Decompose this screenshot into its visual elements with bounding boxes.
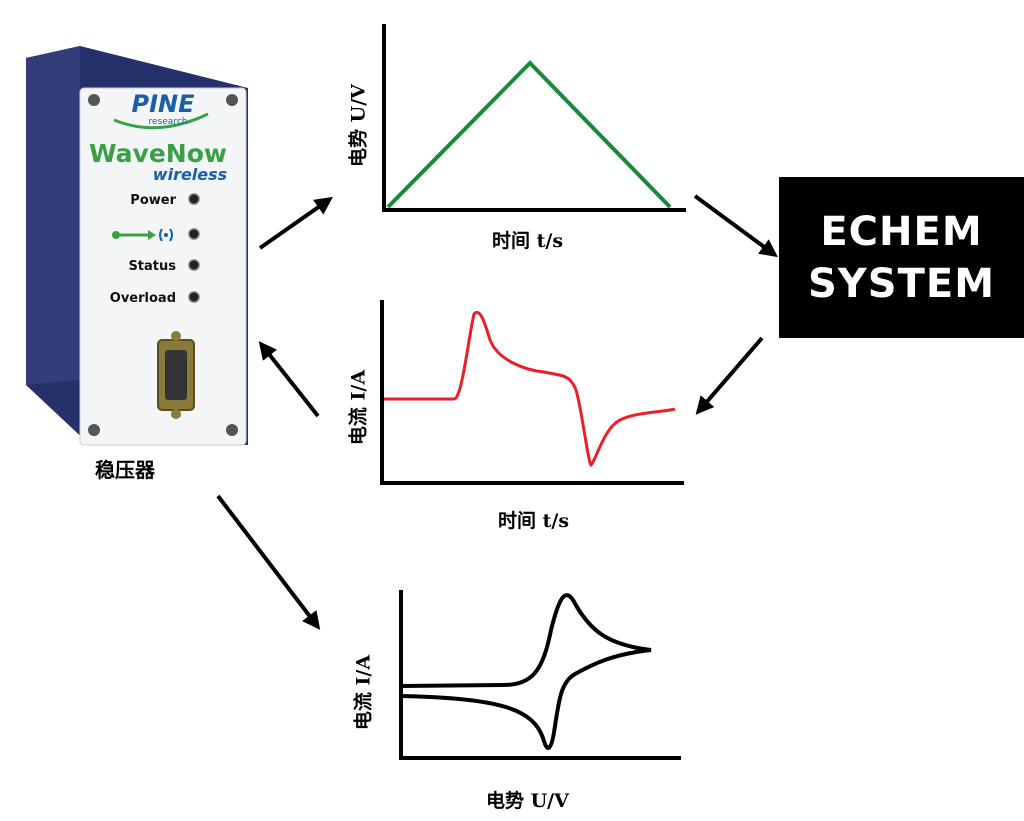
arrow-device-to-potential <box>258 196 333 250</box>
led-status <box>188 259 200 271</box>
chart1-xlabel: 时间 t/s <box>492 230 564 252</box>
chart3-xlabel: 电势 U/V <box>486 790 569 812</box>
echem-line1: ECHEM <box>820 208 983 255</box>
device-caption: 稳压器 <box>95 458 155 482</box>
brand-logo: PINE <box>132 90 196 118</box>
led-label-power: Power <box>130 193 176 208</box>
arrow-potential-to-system <box>693 194 778 258</box>
potential-sweep-line <box>386 60 672 209</box>
usb-wireless-icon <box>112 228 173 242</box>
product-name: WaveNow <box>89 139 227 168</box>
cyclic-voltammogram-chart <box>399 590 681 760</box>
product-subname: wireless <box>153 165 227 184</box>
potentiostat-device: PINE research WaveNow wireless Power Sta… <box>26 46 248 446</box>
cv-curve <box>400 593 652 750</box>
current-transient-line <box>384 311 676 468</box>
led-overload <box>188 291 200 303</box>
arrow-system-to-current <box>695 336 764 415</box>
potential-time-chart <box>382 24 686 212</box>
chart2-xlabel: 时间 t/s <box>498 510 570 532</box>
led-power <box>188 193 200 205</box>
echem-system-box: ECHEM SYSTEM <box>779 177 1024 338</box>
arrow-current-to-device <box>258 341 320 418</box>
svg-text:research: research <box>149 117 188 127</box>
chart2-ylabel: 电流 I/A <box>347 369 370 446</box>
led-label-status: Status <box>128 259 176 274</box>
chart1-ylabel: 电势 U/V <box>347 84 370 167</box>
led-label-overload: Overload <box>110 291 176 306</box>
chart3-ylabel: 电流 I/A <box>352 654 375 731</box>
current-time-chart <box>380 300 684 485</box>
serial-port-connector <box>157 331 195 419</box>
led-wireless <box>188 228 200 240</box>
arrow-device-to-cv <box>216 494 321 630</box>
echem-line2: SYSTEM <box>808 260 995 307</box>
